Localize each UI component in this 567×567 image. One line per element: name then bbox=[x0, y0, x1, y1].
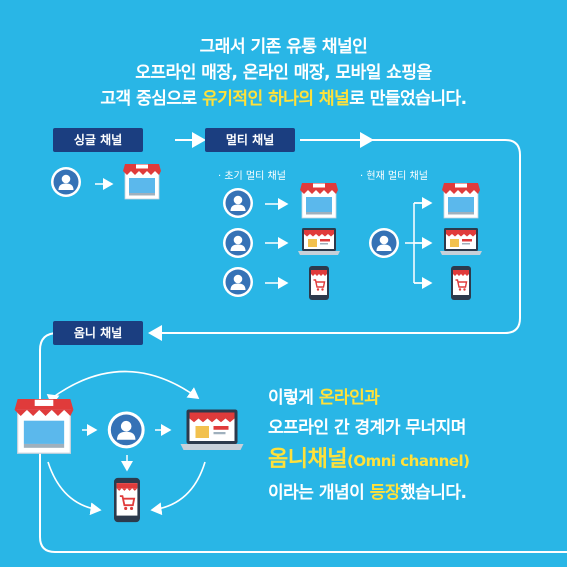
title-line-1: 그래서 기존 유통 채널인 bbox=[199, 37, 368, 57]
title-line-3: 고객 중심으로 유기적인 하나의 채널로 만들었습니다. bbox=[0, 84, 567, 109]
omni-text-3a: 옴니채널 bbox=[268, 447, 347, 472]
early-phone-icon bbox=[308, 265, 330, 301]
single-customer-icon bbox=[51, 167, 81, 197]
omni-text-line-1: 이렇게 온라인과 bbox=[268, 383, 380, 408]
omni-text-line-4: 이라는 개념이 등장했습니다. bbox=[268, 478, 467, 503]
omni-text-line-3: 옴니채널(Omni channel) bbox=[268, 441, 470, 473]
early-laptop-icon bbox=[298, 228, 340, 255]
omni-cycle-arcs bbox=[47, 370, 206, 516]
badge-multi-channel: 멀티 채널 bbox=[205, 128, 295, 152]
single-store-icon bbox=[122, 163, 162, 200]
current-customer-icon bbox=[369, 228, 399, 258]
early-customer-icon-2 bbox=[223, 228, 253, 258]
omni-customer-icon bbox=[107, 411, 145, 449]
label-current-multi: · 현재 멀티 채널 bbox=[360, 171, 428, 182]
early-customer-icon-1 bbox=[223, 188, 253, 218]
omni-phone-icon bbox=[113, 476, 141, 524]
title-highlight: 유기적인 하나의 채널 bbox=[202, 89, 350, 109]
omni-text-4c: 했습니다. bbox=[399, 483, 467, 503]
title-line-3-end: 로 만들었습니다. bbox=[349, 89, 467, 109]
omni-text-line-2: 오프라인 간 경계가 무너지며 bbox=[268, 418, 466, 438]
current-store-icon bbox=[441, 182, 481, 219]
badge-single-channel: 싱글 채널 bbox=[53, 128, 143, 152]
badge-omni-channel: 옴니 채널 bbox=[53, 321, 143, 345]
omni-text-1b: 온라인과 bbox=[318, 388, 380, 408]
omni-text-4a: 이라는 개념이 bbox=[268, 483, 370, 503]
flow-bottom-line bbox=[39, 332, 567, 553]
current-laptop-icon bbox=[440, 228, 482, 255]
omni-text-1a: 이렇게 bbox=[268, 388, 319, 408]
omni-store-icon bbox=[13, 398, 75, 455]
early-store-icon bbox=[299, 182, 339, 219]
label-early-multi: · 초기 멀티 채널 bbox=[218, 171, 286, 182]
title-line-2: 오프라인 매장, 온라인 매장, 모바일 쇼핑을 bbox=[135, 63, 432, 83]
omni-laptop-icon bbox=[180, 409, 244, 450]
omni-text-3b: (Omni channel) bbox=[346, 452, 470, 470]
early-customer-icon-3 bbox=[223, 267, 253, 297]
omni-text-4b: 등장 bbox=[369, 483, 401, 503]
title-line-3-start: 고객 중심으로 bbox=[100, 89, 203, 109]
flow-loop-line bbox=[148, 139, 521, 341]
current-phone-icon bbox=[450, 265, 472, 301]
